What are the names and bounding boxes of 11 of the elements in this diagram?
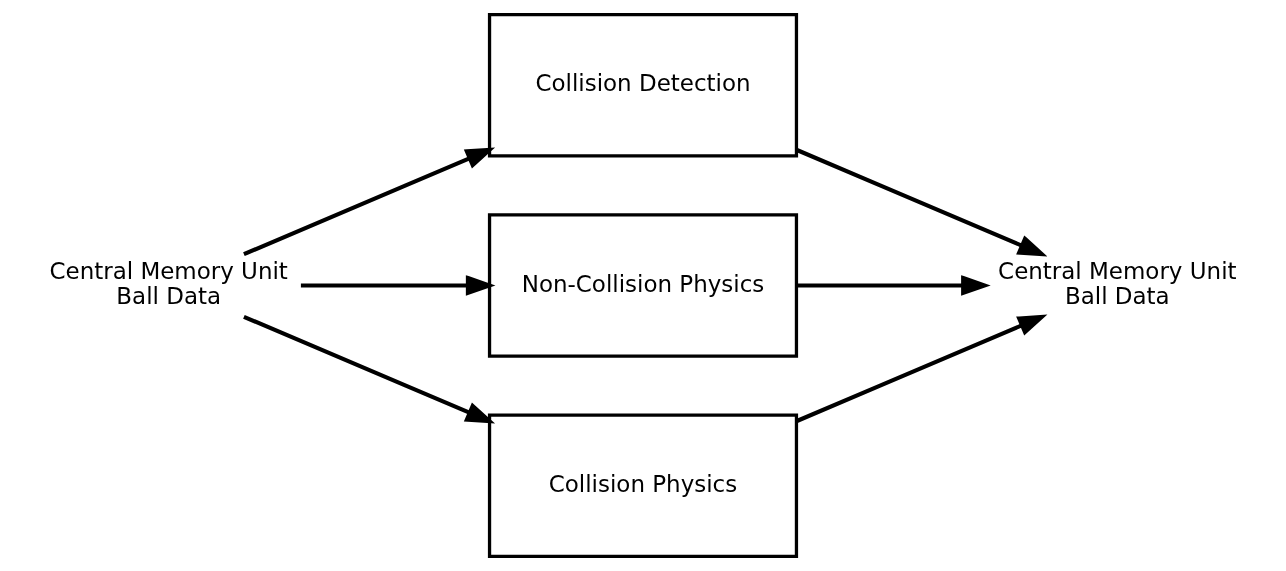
arrow — [796, 148, 1048, 257]
arrow — [243, 314, 496, 424]
node-text: Central Memory Unit Ball Data — [49, 258, 288, 309]
node-text: Central Memory Unit Ball Data — [998, 258, 1237, 309]
arrow — [243, 147, 496, 257]
node-box: Collision Detection — [487, 13, 799, 158]
node-box: Non-Collision Physics — [487, 213, 799, 358]
arrow — [796, 314, 1048, 423]
arrow — [796, 275, 991, 296]
node-box: Collision Physics — [487, 413, 799, 558]
arrow — [300, 275, 496, 296]
